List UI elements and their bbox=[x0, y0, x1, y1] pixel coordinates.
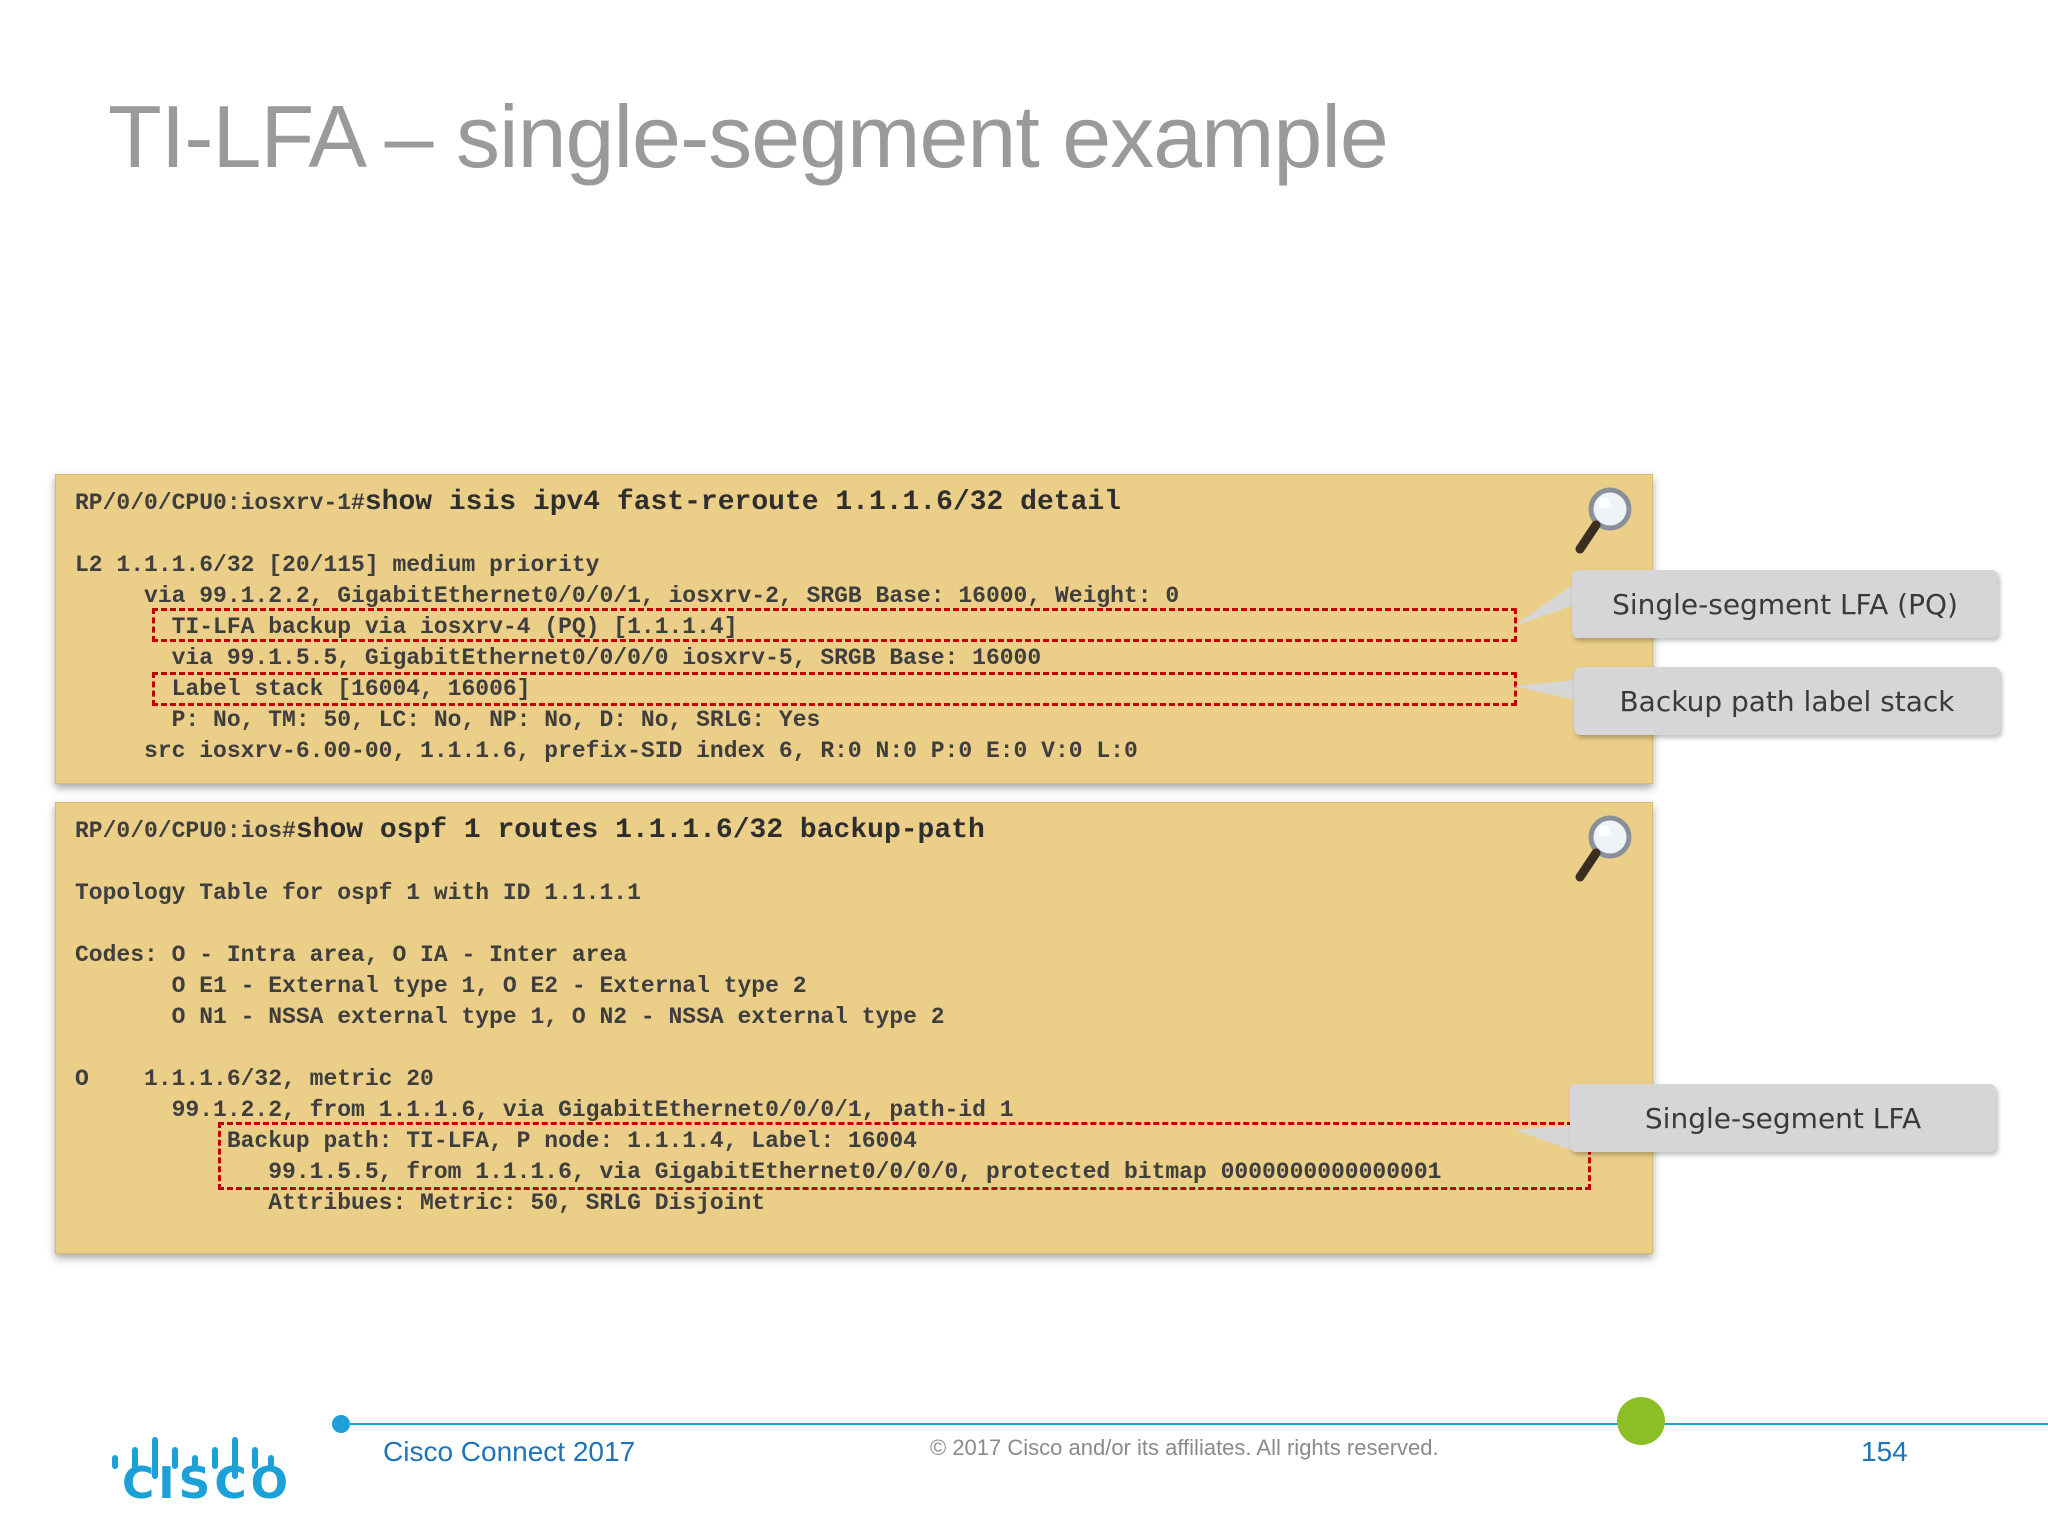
page-number: 154 bbox=[1861, 1436, 1908, 1467]
cisco-logo-text: CISCO bbox=[122, 1458, 293, 1509]
isis-command: show isis ipv4 fast-reroute 1.1.1.6/32 d… bbox=[364, 487, 1121, 518]
cisco-logo bbox=[112, 1437, 274, 1479]
callout-backup-path-label-stack: Backup path label stack bbox=[1574, 667, 2000, 735]
ospf-prompt: RP/0/0/CPU0:ios# bbox=[75, 818, 296, 844]
ospf-terminal-text: RP/0/0/CPU0:ios#show ospf 1 routes 1.1.1… bbox=[75, 815, 1441, 1219]
ospf-output: Topology Table for ospf 1 with ID 1.1.1.… bbox=[75, 880, 1442, 1216]
backup-path-highlight-box bbox=[218, 1122, 1591, 1190]
callout-single-segment-lfa-pq: Single-segment LFA (PQ) bbox=[1572, 570, 1998, 638]
isis-output: L2 1.1.1.6/32 [20/115] medium priority v… bbox=[75, 552, 1180, 764]
callout-single-segment-lfa: Single-segment LFA bbox=[1570, 1084, 1996, 1152]
label-stack-highlight-box bbox=[152, 672, 1517, 706]
isis-terminal-panel: RP/0/0/CPU0:iosxrv-1#show isis ipv4 fast… bbox=[55, 474, 1653, 784]
footer-event: Cisco Connect 2017 bbox=[383, 1436, 636, 1467]
slide-title: TI-LFA – single-segment example bbox=[108, 87, 1389, 186]
isis-prompt: RP/0/0/CPU0:iosxrv-1# bbox=[75, 490, 365, 516]
magnifier-icon bbox=[1575, 815, 1632, 882]
isis-terminal-text: RP/0/0/CPU0:iosxrv-1#show isis ipv4 fast… bbox=[75, 487, 1179, 767]
ospf-terminal-panel: RP/0/0/CPU0:ios#show ospf 1 routes 1.1.1… bbox=[55, 802, 1653, 1254]
footer-copyright: © 2017 Cisco and/or its affiliates. All … bbox=[930, 1435, 1439, 1460]
ospf-command: show ospf 1 routes 1.1.1.6/32 backup-pat… bbox=[295, 815, 985, 846]
magnifier-icon bbox=[1575, 487, 1632, 554]
